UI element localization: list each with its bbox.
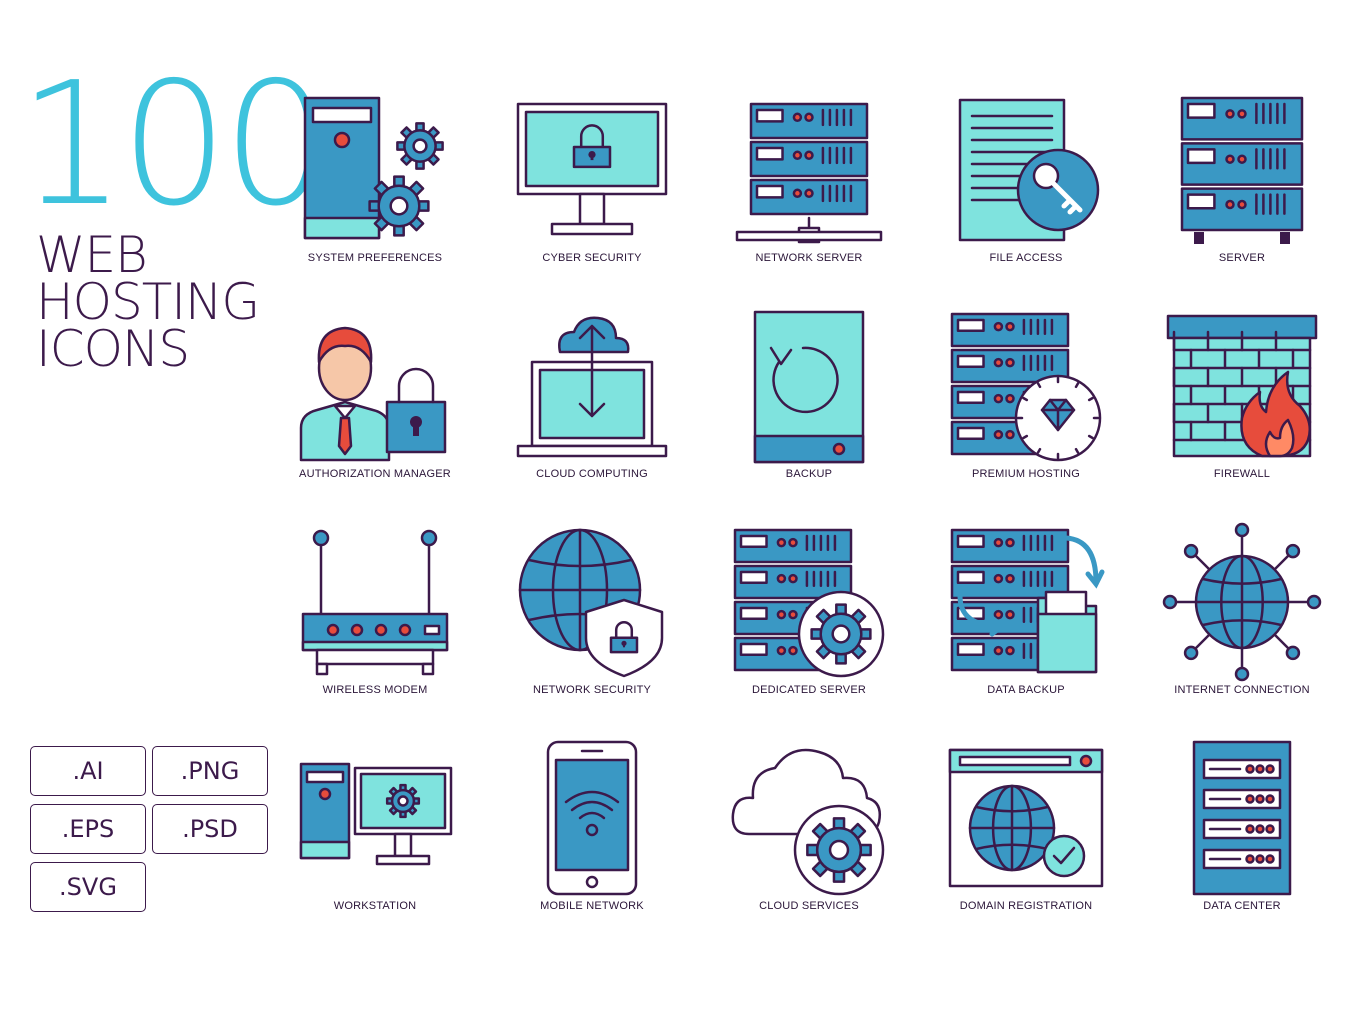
icon-tile: INTERNET CONNECTION bbox=[1142, 512, 1342, 712]
icon-tile: BACKUP bbox=[709, 296, 909, 496]
icon-label: NETWORK SERVER bbox=[755, 252, 863, 264]
icon-label: FILE ACCESS bbox=[989, 252, 1063, 264]
format-badge-eps: .EPS bbox=[30, 804, 146, 854]
format-badge-psd: .PSD bbox=[152, 804, 268, 854]
icon-label: NETWORK SECURITY bbox=[532, 684, 652, 696]
icon-tile: PREMIUM HOSTING bbox=[926, 296, 1126, 496]
icon-tile: DATA CENTER bbox=[1142, 728, 1342, 928]
icon-tile: NETWORK SERVER bbox=[709, 80, 909, 280]
icon-tile: DATA BACKUP bbox=[926, 512, 1126, 712]
icon-tile: AUTHORIZATION MANAGER bbox=[275, 296, 475, 496]
icon-tile: DOMAIN REGISTRATION bbox=[926, 728, 1126, 928]
icon-tile: NETWORK SECURITY bbox=[492, 512, 692, 712]
icon-label: DATA CENTER bbox=[1203, 900, 1281, 912]
icon-label: CYBER SECURITY bbox=[542, 252, 642, 264]
icon-label: SYSTEM PREFERENCES bbox=[307, 252, 443, 264]
icon-tile: WORKSTATION bbox=[275, 728, 475, 928]
icon-tile: CLOUD SERVICES bbox=[709, 728, 909, 928]
hero-title-line: HOSTING bbox=[36, 273, 260, 331]
icon-tile: DEDICATED SERVER bbox=[709, 512, 909, 712]
icon-label: DOMAIN REGISTRATION bbox=[959, 900, 1093, 912]
hero-title: WEB HOSTING ICONS bbox=[36, 226, 260, 378]
icon-label: CLOUD SERVICES bbox=[759, 900, 859, 912]
hero-number: 100 bbox=[18, 46, 330, 244]
icon-tile: WIRELESS MODEM bbox=[275, 512, 475, 712]
icon-tile: SYSTEM PREFERENCES bbox=[275, 80, 475, 280]
format-badge-svg: .SVG bbox=[30, 862, 146, 912]
icon-tile: CYBER SECURITY bbox=[492, 80, 692, 280]
icon-label: DATA BACKUP bbox=[987, 684, 1065, 696]
icon-label: PREMIUM HOSTING bbox=[971, 468, 1081, 480]
hero-title-line: ICONS bbox=[36, 320, 190, 378]
icon-label: BACKUP bbox=[785, 468, 833, 480]
icon-label: FIREWALL bbox=[1213, 468, 1271, 480]
format-badge-png: .PNG bbox=[152, 746, 268, 796]
icon-tile: FILE ACCESS bbox=[926, 80, 1126, 280]
format-list: .AI .PNG .EPS .PSD .SVG bbox=[30, 746, 274, 916]
icon-label: WIRELESS MODEM bbox=[322, 684, 428, 696]
icon-label: CLOUD COMPUTING bbox=[536, 468, 648, 480]
icon-tile: CLOUD COMPUTING bbox=[492, 296, 692, 496]
icon-tile: SERVER bbox=[1142, 80, 1342, 280]
hero-title-line: WEB bbox=[36, 226, 148, 284]
icon-label: MOBILE NETWORK bbox=[540, 900, 644, 912]
icon-tile: FIREWALL bbox=[1142, 296, 1342, 496]
icon-label: DEDICATED SERVER bbox=[751, 684, 867, 696]
icon-label: WORKSTATION bbox=[333, 900, 417, 912]
icon-label: INTERNET CONNECTION bbox=[1174, 684, 1310, 696]
icon-label: AUTHORIZATION MANAGER bbox=[299, 468, 451, 480]
format-badge-ai: .AI bbox=[30, 746, 146, 796]
icon-tile: MOBILE NETWORK bbox=[492, 728, 692, 928]
icon-label: SERVER bbox=[1218, 252, 1266, 264]
